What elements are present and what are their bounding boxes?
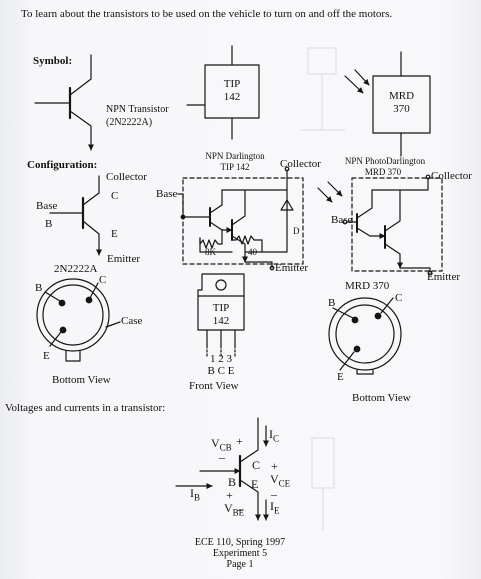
to220-view-label: Front View [189, 380, 239, 392]
mrd370-pin-e: E [337, 371, 344, 383]
darlington-diode-label: D [293, 226, 300, 236]
vcb-plus-sign: + [236, 434, 243, 448]
to220-pin-numbers: 1 2 3 [210, 353, 232, 365]
symbol-heading: Symbol: [33, 55, 73, 67]
npn-emitter-label: Emitter [107, 253, 140, 265]
base-b-label: B [228, 475, 237, 489]
vce-minus-sign: – [271, 487, 277, 501]
npn-base-label: Base [36, 200, 58, 212]
to220-label-bottom: 142 [212, 315, 230, 327]
npn-configuration-symbol [49, 175, 102, 256]
voltage-current-diagram [175, 417, 269, 521]
to220-label-top: TIP [212, 302, 230, 314]
vce-label: VCE [270, 472, 291, 489]
vcb-label: VCB [211, 436, 232, 453]
npn-b-label: B [45, 218, 53, 230]
photodarlington-base-label: Base [331, 214, 353, 226]
to18-title: 2N2222A [54, 263, 98, 275]
footer-experiment: Experiment 5 [212, 548, 268, 559]
npn-transistor-symbol [34, 54, 94, 151]
npn-c-label: C [111, 190, 119, 202]
darlington-base-label: Base [156, 188, 178, 200]
collector-c-label: C [252, 458, 261, 472]
mrd370-block-label-bottom: 370 [393, 103, 410, 115]
mrd370-pin-b: B [328, 297, 336, 309]
configuration-heading: Configuration: [27, 159, 98, 171]
darlington-r2-label: 40 [248, 247, 257, 257]
ie-label: IE [270, 499, 280, 516]
photodarlington-title: NPN PhotoDarlington [344, 156, 426, 166]
bleed-through-lines [299, 47, 346, 531]
footer-course: ECE 110, Spring 1997 [194, 537, 286, 548]
tip142-block-label-bottom: 142 [223, 91, 241, 103]
npn-e-label: E [111, 228, 118, 240]
tip142-block-label-top: TIP [223, 78, 241, 90]
ib-label: IB [190, 486, 201, 503]
darlington-title: NPN Darlington [205, 151, 265, 161]
to18-pin-b: B [35, 282, 43, 294]
intro-text: To learn about the transistors to be use… [21, 8, 393, 20]
mrd370-pin-c: C [395, 292, 403, 304]
vce-plus-sign: + [271, 459, 278, 473]
vcb-minus-sign: – [219, 450, 225, 464]
mrd370-block-symbol [344, 51, 431, 157]
npn-transistor-part: (2N2222A) [106, 117, 153, 128]
emitter-e-label: E [251, 477, 259, 491]
mrd370-package-bottom-view [328, 297, 402, 375]
mrd370-package-title: MRD 370 [345, 280, 390, 292]
to18-case-label: Case [121, 315, 143, 327]
to18-pin-e: E [43, 350, 50, 362]
to220-package-front-view [197, 273, 245, 358]
darlington-schematic [177, 166, 304, 271]
tip142-block-symbol [186, 45, 260, 140]
vbe-minus-sign: – [237, 502, 243, 516]
photodarlington-emitter-label: Emitter [427, 271, 460, 283]
to18-view-label: Bottom View [52, 374, 111, 386]
mrd370-block-label-top: MRD [388, 90, 415, 102]
to18-package-bottom-view [36, 278, 121, 362]
npn-transistor-name: NPN Transistor [106, 104, 169, 115]
darlington-collector-label: Collector [280, 158, 321, 170]
ic-label: IC [269, 427, 280, 444]
voltages-currents-heading: Voltages and currents in a transistor: [5, 402, 166, 414]
footer-page: Page 1 [226, 559, 254, 570]
mrd370-view-label: Bottom View [352, 392, 411, 404]
vbe-label: VBE [224, 501, 245, 518]
to18-pin-c: C [99, 274, 107, 286]
photodarlington-part: MRD 370 [364, 167, 402, 177]
to220-pin-letters: B C E [207, 365, 235, 377]
vbe-plus-sign: + [226, 488, 233, 502]
darlington-r1-label: 8K [205, 247, 216, 257]
darlington-emitter-label: Emitter [275, 262, 308, 274]
darlington-part: TIP 142 [220, 162, 250, 172]
photodarlington-schematic [317, 174, 443, 276]
npn-collector-label: Collector [106, 171, 147, 183]
photodarlington-collector-label: Collector [431, 170, 472, 182]
